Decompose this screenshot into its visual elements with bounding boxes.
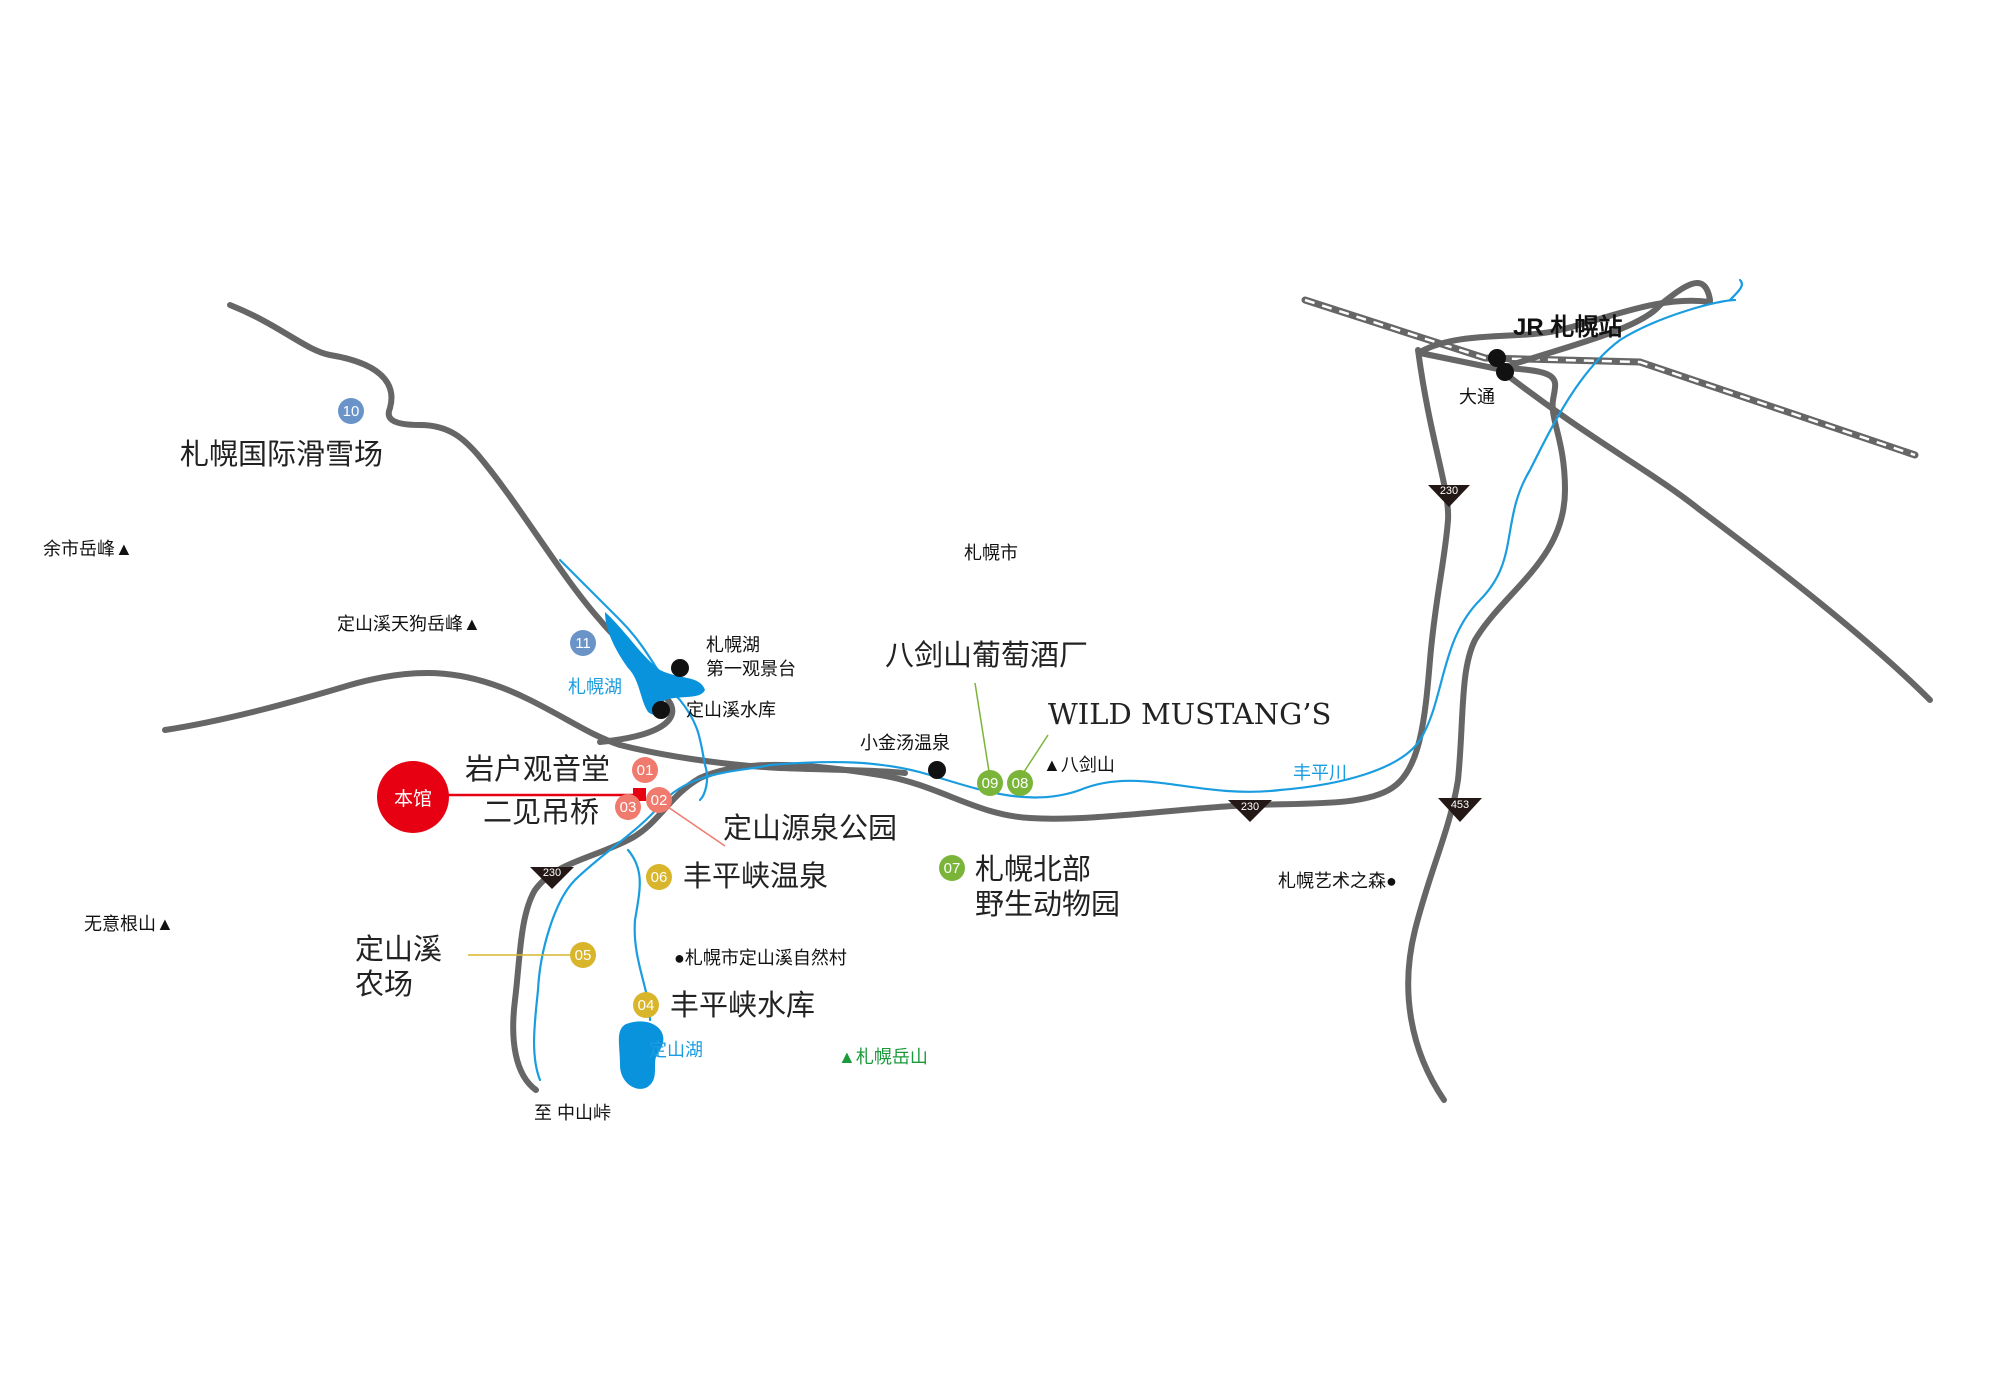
lake-jozan [618,1021,664,1089]
spot-marker-11[interactable]: 11 [570,630,596,656]
toyohira-river-label: 丰平川 [1293,763,1347,783]
kogane-onsen-label: 小金汤温泉 [860,733,950,753]
art-park-label: 札幌艺术之森● [1278,871,1397,891]
kogane-onsen-dot [928,761,946,779]
svg-text:05: 05 [575,947,592,964]
spot-marker-06[interactable]: 06 [646,864,672,890]
road-west [162,670,908,776]
railway [1301,296,1919,459]
peak-yoichi: 余市岳峰▲ [43,539,133,559]
water-labels: 札幌湖 定山湖 丰平川 [568,677,1347,1060]
road-station-link [1417,350,1506,373]
road-route-230 [510,347,1452,1093]
svg-text:04: 04 [638,997,655,1014]
svg-text:10: 10 [343,403,360,420]
svg-text:01: 01 [637,762,654,779]
spot-label-10[interactable]: 札幌国际滑雪场 [180,437,383,471]
spot-marker-05[interactable]: 05 [570,942,596,968]
nature-village-label: ●札幌市定山溪自然村 [674,948,847,968]
spot-marker-08[interactable]: 08 [1007,770,1033,796]
svg-text:230: 230 [543,867,561,879]
spot-marker-09[interactable]: 09 [977,770,1003,796]
peak-muine: 无意根山▲ [84,914,174,934]
spot-marker-03[interactable]: 03 [615,794,641,820]
lake-sapporo [605,612,705,715]
to-nakayama-label: 至 中山峠 [534,1103,611,1123]
hotel-label: 本馆 [394,788,432,810]
river-upstream [1728,278,1744,302]
spot-marker-10[interactable]: 10 [338,398,364,424]
route-marker-453: 453 [1438,798,1482,822]
route-markers: 230 230 230 453 [530,485,1482,889]
svg-text:230: 230 [1440,485,1458,497]
spot-label-04[interactable]: 丰平峡水库 [670,988,815,1022]
roads [162,280,1933,1103]
place-labels: JR 札幌站 大通 札幌市 札幌湖 第一观景台 定山溪水库 小金汤温泉 ●札幌市… [43,314,1622,1123]
spot-labels: 岩户观音堂 定山源泉公园 二见吊桥 丰平峡水库 定山溪 农场 丰平峡温泉 札幌北… [180,437,1331,1022]
road-north-top [1417,297,1713,355]
spot-label-03[interactable]: 二见吊桥 [483,795,599,829]
spot-label-07-line2[interactable]: 野生动物园 [975,887,1120,921]
station-dots [652,349,1514,779]
lake-sapporo-label: 札幌湖 [568,677,622,697]
lakes [605,612,705,1089]
lake-observatory-dot [671,659,689,677]
road-route-453 [1405,365,1568,1103]
jozankei-dam-label: 定山溪水库 [686,700,776,720]
spot-marker-04[interactable]: 04 [633,992,659,1018]
svg-text:09: 09 [982,775,999,792]
peak-hakken: ▲八剑山 [1043,755,1115,775]
spot-label-05-line1[interactable]: 定山溪 [355,932,442,966]
spot-label-09[interactable]: 八剑山葡萄酒厂 [885,638,1088,672]
hotel-marker[interactable]: 本馆 [377,761,646,833]
svg-text:03: 03 [620,799,637,816]
spot-label-02[interactable]: 定山源泉公园 [723,811,897,845]
route-marker-230-mid: 230 [1228,800,1272,822]
spot-markers: 01 02 03 04 05 06 07 08 [338,398,1033,1018]
svg-text:08: 08 [1012,775,1029,792]
jr-station-label: JR 札幌站 [1513,314,1622,341]
svg-text:07: 07 [944,860,961,877]
route-marker-230-west: 230 [530,867,574,889]
lake-jozan-label: 定山湖 [649,1040,703,1060]
spot-label-01[interactable]: 岩户观音堂 [465,752,610,786]
road-northeast [1495,365,1933,703]
odori-label: 大通 [1459,387,1495,407]
svg-text:11: 11 [575,635,591,652]
lake-observatory-label-1: 札幌湖 [706,635,760,655]
svg-text:230: 230 [1241,801,1259,813]
jozankei-dam-dot [652,701,670,719]
svg-text:02: 02 [651,792,668,809]
spot-label-08[interactable]: WILD MUSTANG’S [1048,697,1331,731]
jr-station-dot [1488,349,1506,367]
svg-text:06: 06 [651,869,668,886]
spot-marker-01[interactable]: 01 [632,757,658,783]
svg-text:453: 453 [1451,799,1469,811]
odori-dot [1496,363,1514,381]
spot-label-06[interactable]: 丰平峡温泉 [683,859,828,893]
spot-marker-07[interactable]: 07 [939,855,965,881]
spot-marker-02[interactable]: 02 [646,787,672,813]
road-north-branch [1499,280,1713,371]
toyohira-river [533,298,1737,1082]
lake-observatory-label-2: 第一观景台 [706,659,796,679]
peak-sapporo-dake: ▲札幌岳山 [838,1047,928,1067]
spot-label-05-line2[interactable]: 农场 [355,967,413,1001]
leader-lines [468,682,1049,956]
route-marker-230-north: 230 [1428,485,1470,507]
spot-label-07-line1[interactable]: 札幌北部 [975,852,1091,886]
peak-tengu: 定山溪天狗岳峰▲ [337,614,481,634]
city-label: 札幌市 [964,543,1018,563]
